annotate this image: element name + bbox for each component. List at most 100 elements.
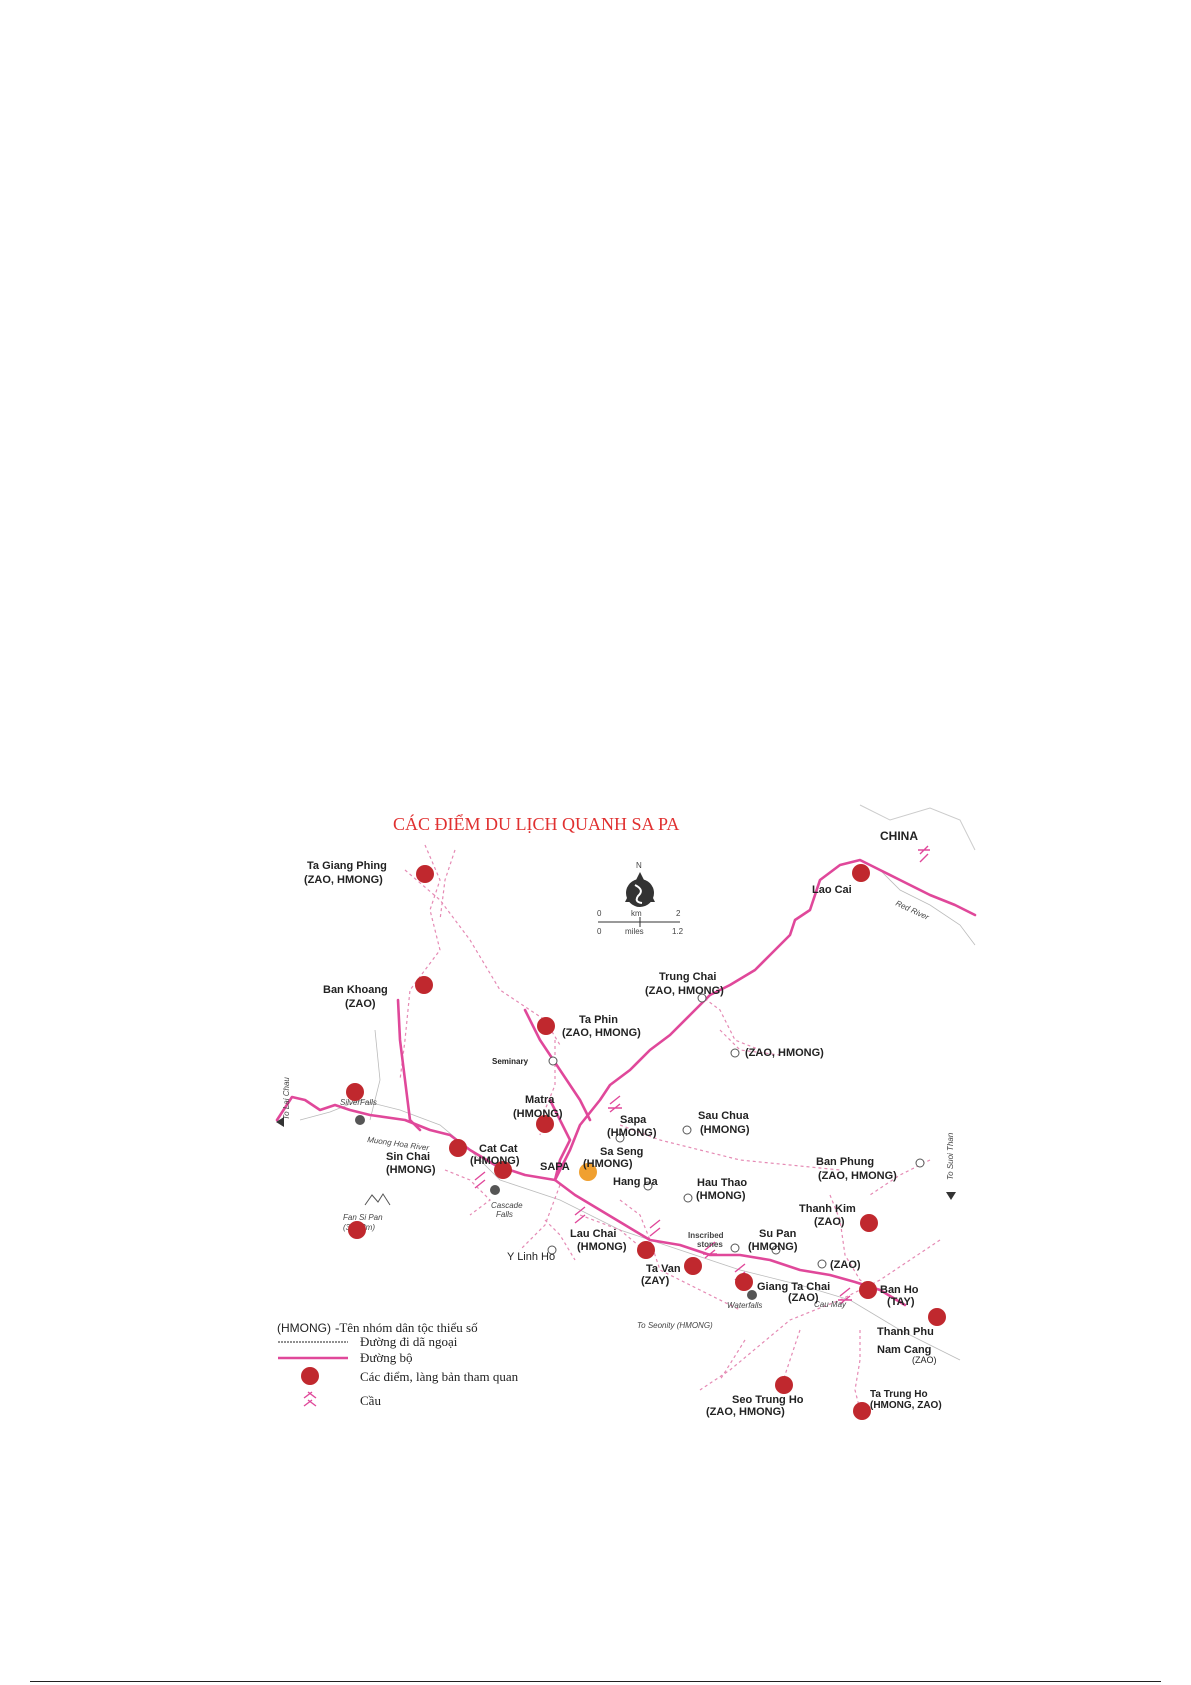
place-giang-ta-chai: Giang Ta Chai (757, 1281, 830, 1293)
legend-road-label: Đường bộ (360, 1350, 413, 1365)
village-dot (416, 865, 434, 883)
village-dot (852, 864, 870, 882)
place-sin-chai-ethnic: (HMONG) (386, 1164, 436, 1176)
north-label: N (636, 861, 642, 870)
hollow-marker (730, 1243, 740, 1253)
scale-miles-start: 0 (597, 927, 602, 936)
bridge-icon (918, 845, 930, 863)
legend-ethnic-desc: -Tên nhóm dân tộc thiểu số (335, 1320, 478, 1335)
village-dot (684, 1257, 702, 1275)
place-ta-van: Ta Van (646, 1263, 681, 1275)
place-labels: Ta Giang Phing (ZAO, HMONG) Lao Cai Ban … (304, 860, 942, 1418)
hollow-marker (547, 1245, 557, 1255)
place-su-pan: Su Pan (759, 1228, 797, 1240)
mountain-icon (364, 1193, 391, 1206)
place-sapa: Sapa (620, 1114, 647, 1126)
place-sa-seng: Sa Seng (600, 1146, 643, 1158)
place-sapa-ethnic: (HMONG) (607, 1127, 657, 1139)
hollow-marker (730, 1048, 740, 1058)
place-ta-trung-ho: Ta Trung Ho (870, 1389, 928, 1400)
village-dot (775, 1376, 793, 1394)
village-dot (536, 1115, 554, 1133)
village-markers (346, 864, 946, 1420)
place-seo-trung-ho-ethnic: (ZAO, HMONG) (706, 1406, 785, 1418)
fan-si-pan-label: Fan Si Pan (343, 1213, 383, 1222)
waterfall-icon (747, 1290, 757, 1300)
place-ta-phin-ethnic: (ZAO, HMONG) (562, 1027, 641, 1039)
place-thanh-kim: Thanh Kim (799, 1203, 856, 1215)
roads (275, 858, 977, 1307)
place-sa-seng-ethnic: (HMONG) (583, 1158, 633, 1170)
minor-markers (547, 993, 925, 1269)
silver-falls-label: SilverFalls (340, 1098, 377, 1107)
place-sau-chua: Sau Chua (698, 1110, 750, 1122)
village-dot (735, 1273, 753, 1291)
place-matra-ethnic: (HMONG) (513, 1108, 563, 1120)
place-matra: Matra (525, 1094, 555, 1106)
hollow-marker (682, 1125, 692, 1135)
bridge-icon (474, 1171, 486, 1189)
legend-bridge-icon (303, 1391, 317, 1407)
village-dot (537, 1017, 555, 1035)
village-dot (859, 1281, 877, 1299)
trails (399, 844, 941, 1411)
place-sapa-town: SAPA (540, 1161, 570, 1173)
hollow-marker (643, 1181, 653, 1191)
bridge-icon (838, 1287, 852, 1305)
hollow-marker (683, 1193, 693, 1203)
to-seonity-label: To Seonity (HMONG) (637, 1321, 713, 1330)
bridge-icon (574, 1206, 586, 1224)
legend-village-label: Các điểm, làng bản tham quan (360, 1369, 519, 1384)
hollow-marker (697, 993, 707, 1003)
cascade-falls-label-2: Falls (496, 1210, 513, 1219)
legend-ethnic-sample: (HMONG) (277, 1321, 331, 1335)
place-su-pan-ethnic: (HMONG) (748, 1241, 798, 1253)
place-cat-cat: Cat Cat (479, 1143, 518, 1155)
place-trung-chai-ethnic: (ZAO, HMONG) (645, 985, 724, 997)
place-trung-chai: Trung Chai (659, 971, 716, 983)
place-thanh-phu: Thanh Phu (877, 1326, 934, 1338)
place-lau-chai: Lau Chai (570, 1228, 616, 1240)
direction-labels: To Lai Chau To Suoi Than To Seonity (HMO… (276, 1077, 956, 1330)
feature-labels: SilverFalls Muong Hoa River Fan Si Pan (… (340, 899, 930, 1310)
map-legend: (HMONG) -Tên nhóm dân tộc thiểu số Đường… (277, 1320, 519, 1408)
place-seo-trung-ho: Seo Trung Ho (732, 1394, 804, 1406)
rivers (299, 869, 976, 1361)
place-nam-cang: Nam Cang (877, 1344, 931, 1356)
to-lai-chau-label: To Lai Chau (282, 1077, 291, 1120)
hollow-marker (915, 1158, 925, 1168)
hollow-marker (615, 1133, 625, 1143)
place-giang-ta-chai-ethnic: (ZAO) (788, 1292, 819, 1304)
village-dot (348, 1221, 366, 1239)
inscribed-stones-label-2: stones (697, 1240, 723, 1249)
place-lau-chai-ethnic: (HMONG) (577, 1241, 627, 1253)
place-ban-ho: Ban Ho (880, 1284, 919, 1296)
compass-rose: N 0 km 2 0 miles 1.2 (597, 861, 684, 936)
place-zao-small: (ZAO) (830, 1259, 861, 1271)
village-dot (494, 1161, 512, 1179)
to-suoi-than-label: To Suoi Than (946, 1132, 955, 1180)
place-sin-chai: Sin Chai (386, 1151, 430, 1163)
legend-trail-label: Đường đi dã ngoại (360, 1334, 458, 1349)
place-thanh-kim-ethnic: (ZAO) (814, 1216, 845, 1228)
hollow-marker (548, 1056, 558, 1066)
place-ban-khoang-ethnic: (ZAO) (345, 998, 376, 1010)
place-ta-giang-phing-ethnic: (ZAO, HMONG) (304, 874, 383, 886)
waterfall-icon (490, 1185, 500, 1195)
village-dot (346, 1083, 364, 1101)
place-ban-khoang: Ban Khoang (323, 984, 388, 996)
scale-miles-label: miles (625, 927, 644, 936)
bridge-icon (703, 1241, 717, 1259)
china-label: CHINA (880, 829, 918, 843)
scale-km-label: km (631, 909, 642, 918)
place-ta-phin: Ta Phin (579, 1014, 618, 1026)
place-seminary: Seminary (492, 1057, 529, 1066)
map-title: CÁC ĐIỂM DU LỊCH QUANH SA PA (393, 813, 679, 834)
inscribed-stones-label: Inscribed (688, 1231, 724, 1240)
hollow-marker (771, 1245, 781, 1255)
page-bottom-rule (30, 1681, 1161, 1682)
place-zao-hmong-east: (ZAO, HMONG) (745, 1047, 824, 1059)
village-dot (853, 1402, 871, 1420)
cau-may-label: Cau May (814, 1300, 847, 1309)
